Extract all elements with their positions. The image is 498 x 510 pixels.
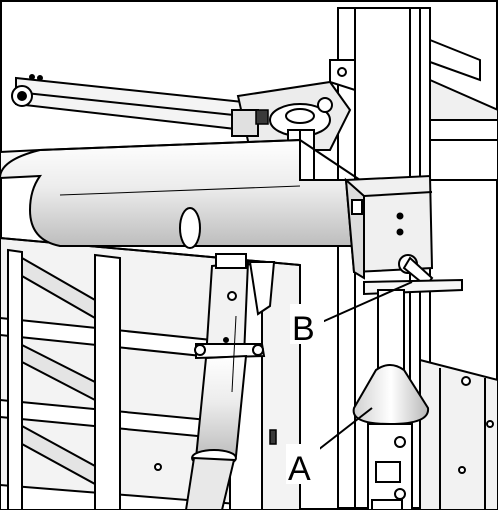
leader-line-a [317,407,373,451]
callout-label-a: A [288,450,311,488]
label-a-backdrop [286,444,320,484]
leader-line-b [321,281,413,323]
shadow-details [255,109,277,445]
label-b-backdrop [290,304,324,344]
callout-leaders [317,281,413,451]
callout-label-b: B [292,310,315,348]
cone-rod [352,289,430,510]
tool-arm [184,253,276,510]
curved-main-tube [0,138,361,249]
lever-handle [363,254,463,296]
clamp-block [344,174,434,280]
